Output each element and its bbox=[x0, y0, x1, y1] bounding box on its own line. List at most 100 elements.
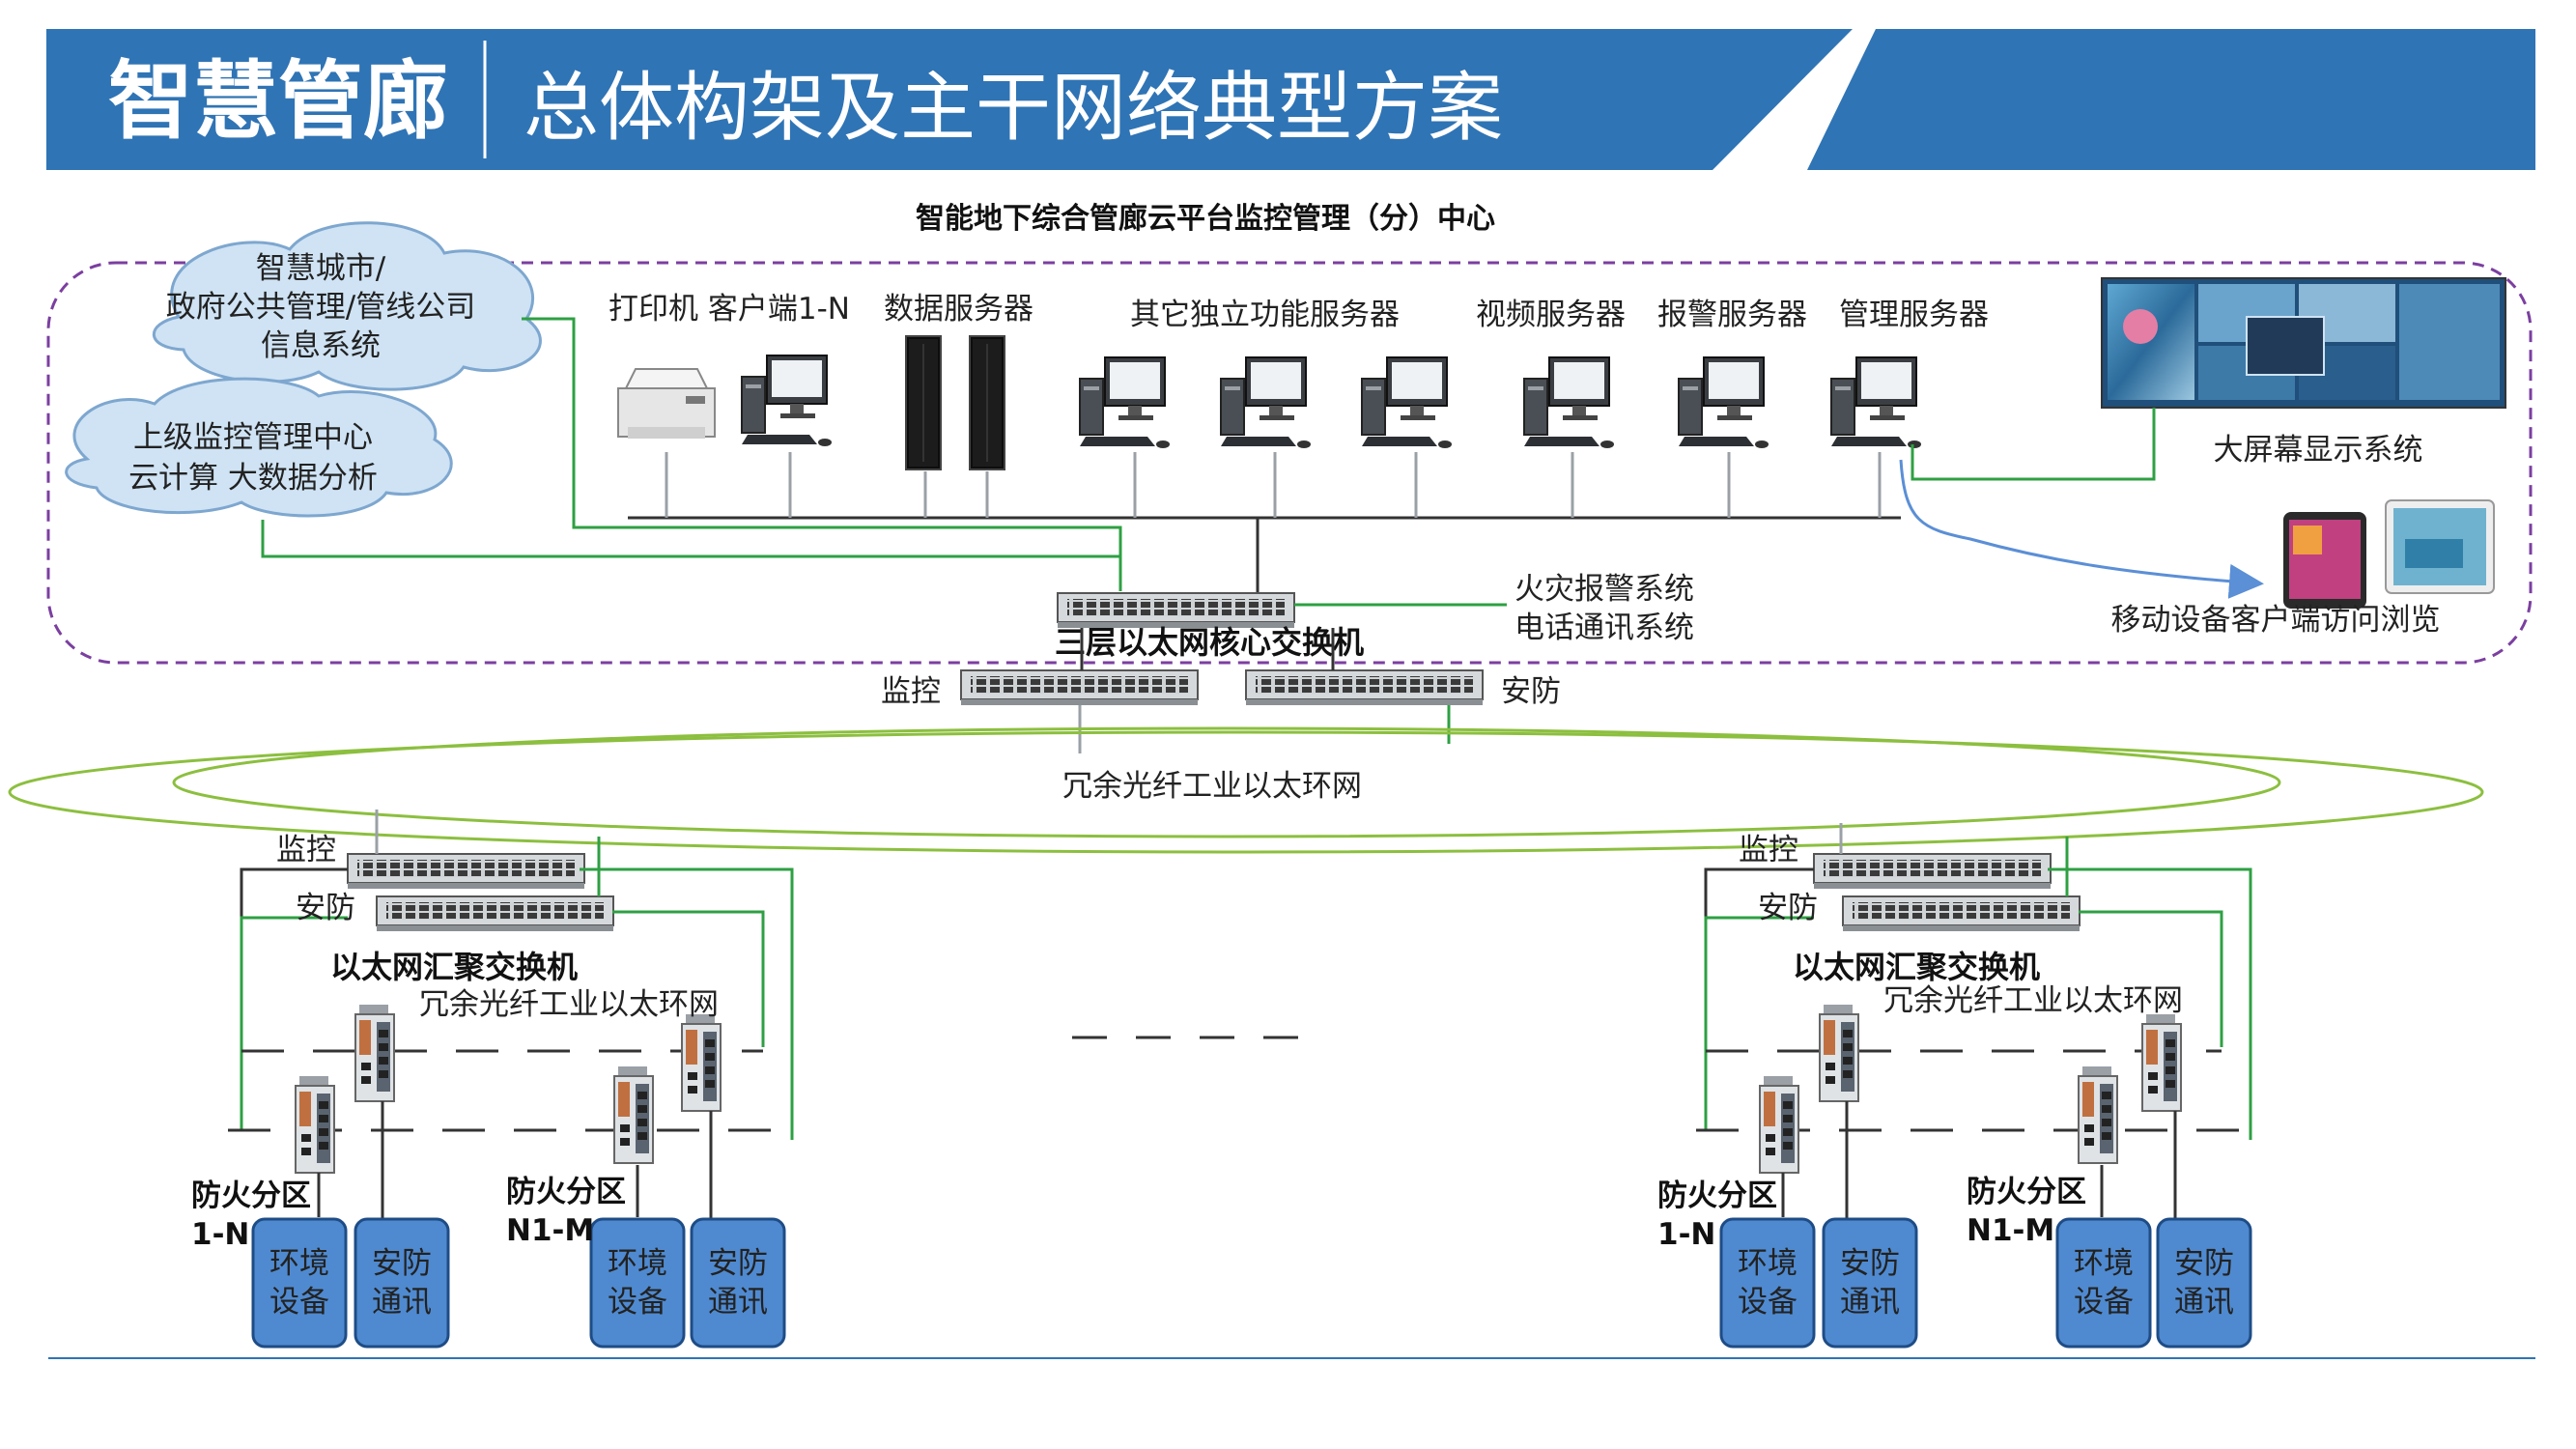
label-core-monitor: 监控 bbox=[881, 674, 941, 709]
left-din-switch-icon bbox=[354, 1004, 395, 1102]
right-env-line1: 环境 bbox=[1738, 1246, 1798, 1281]
label-other-servers: 其它独立功能服务器 bbox=[1130, 298, 1400, 332]
left-sec-line2: 通讯 bbox=[708, 1285, 768, 1320]
right-sec-line1: 安防 bbox=[1840, 1246, 1900, 1281]
left-label-ring: 冗余光纤工业以太环网 bbox=[419, 987, 719, 1022]
cloud-upper-line1: 上级监控管理中心 bbox=[133, 420, 373, 455]
right-sec-box bbox=[1822, 1217, 1918, 1349]
right-din-switch-icon bbox=[2141, 1013, 2182, 1112]
right-sec-box bbox=[2156, 1217, 2252, 1349]
label-ring: 冗余光纤工业以太环网 bbox=[1062, 769, 1362, 804]
label-video-server: 视频服务器 bbox=[1476, 298, 1626, 332]
right-zone1-line1: 防火分区 bbox=[1657, 1179, 1777, 1213]
right-env-line2: 设备 bbox=[1738, 1285, 1798, 1320]
left-zone1-line1: 防火分区 bbox=[191, 1179, 311, 1213]
label-core-security: 安防 bbox=[1501, 674, 1561, 709]
left-label-monitor: 监控 bbox=[276, 833, 336, 867]
right-din-switch-icon bbox=[1819, 1004, 1859, 1102]
left-env-box bbox=[589, 1217, 686, 1349]
mobile-phone-icon bbox=[2283, 512, 2366, 609]
left-sec-line1: 安防 bbox=[372, 1246, 432, 1281]
server-bus bbox=[628, 452, 1901, 595]
right-label-security: 安防 bbox=[1758, 891, 1818, 925]
left-access-group bbox=[228, 810, 794, 1349]
right-monitor-switch-icon bbox=[1813, 853, 2052, 890]
client-pc-icon bbox=[741, 355, 833, 447]
left-monitor-switch-icon bbox=[347, 853, 585, 890]
right-zone1-line2: 1-N bbox=[1657, 1217, 1715, 1252]
cloud-city-systems bbox=[152, 221, 542, 391]
display-links bbox=[1899, 408, 2264, 599]
tablet-icon bbox=[2385, 499, 2495, 594]
cloud-links bbox=[261, 317, 1122, 591]
left-env-line1: 环境 bbox=[269, 1246, 329, 1281]
left-env-line2: 设备 bbox=[269, 1285, 329, 1320]
data-server-rack-icon bbox=[905, 335, 942, 470]
monitor-switch-icon bbox=[960, 669, 1199, 706]
left-zone1-line2: 1-N bbox=[191, 1217, 249, 1252]
cloud-city-line3: 信息系统 bbox=[261, 328, 381, 363]
right-env-box bbox=[1719, 1217, 1816, 1349]
right-sec-line2: 通讯 bbox=[2174, 1285, 2234, 1320]
cloud-city-line1: 智慧城市/ bbox=[256, 251, 386, 286]
right-din-switch-icon bbox=[1759, 1075, 1799, 1174]
video-server-pc-icon bbox=[1523, 356, 1615, 449]
left-sec-line2: 通讯 bbox=[372, 1285, 432, 1320]
security-switch-icon bbox=[1245, 669, 1484, 706]
right-sec-line1: 安防 bbox=[2174, 1246, 2234, 1281]
left-label-agg-switch: 以太网汇聚交换机 bbox=[330, 949, 578, 985]
left-security-switch-icon bbox=[376, 895, 614, 932]
left-din-switch-icon bbox=[295, 1075, 335, 1174]
label-alarm-server: 报警服务器 bbox=[1657, 298, 1807, 332]
other-server-pc-icon bbox=[1220, 356, 1312, 449]
left-sec-line1: 安防 bbox=[708, 1246, 768, 1281]
right-din-switch-icon bbox=[2078, 1065, 2118, 1164]
right-zone2-line1: 防火分区 bbox=[1967, 1175, 2086, 1209]
data-server-rack-icon bbox=[969, 335, 1005, 470]
label-printer-client: 打印机 客户端1-N bbox=[609, 292, 850, 327]
label-data-server: 数据服务器 bbox=[884, 292, 1033, 327]
center-boundary bbox=[46, 261, 2533, 665]
right-zone2-line2: N1-M bbox=[1967, 1213, 2054, 1248]
big-screen-display-icon bbox=[2101, 277, 2506, 409]
left-sec-box bbox=[354, 1217, 450, 1349]
right-env-line2: 设备 bbox=[2074, 1285, 2134, 1320]
label-fire-alarm: 火灾报警系统 bbox=[1514, 572, 1694, 607]
left-sec-box bbox=[690, 1217, 786, 1349]
right-security-switch-icon bbox=[1842, 895, 2081, 932]
right-access-group bbox=[1696, 823, 2252, 1349]
printer-icon bbox=[617, 368, 716, 439]
left-zone2-line2: N1-M bbox=[506, 1213, 594, 1248]
left-label-security: 安防 bbox=[296, 891, 355, 925]
right-env-line1: 环境 bbox=[2074, 1246, 2134, 1281]
other-server-pc-icon bbox=[1079, 356, 1171, 449]
cloud-city-line2: 政府公共管理/管线公司 bbox=[166, 290, 475, 325]
left-env-line1: 环境 bbox=[608, 1246, 667, 1281]
left-env-line2: 设备 bbox=[608, 1285, 667, 1320]
cloud-upper-line2: 云计算 大数据分析 bbox=[128, 461, 378, 496]
left-zone2-line1: 防火分区 bbox=[506, 1175, 626, 1209]
header-banner bbox=[46, 29, 2535, 170]
right-sec-line2: 通讯 bbox=[1840, 1285, 1900, 1320]
manage-server-pc-icon bbox=[1830, 356, 1922, 449]
ring-network bbox=[8, 726, 2484, 854]
other-server-pc-icon bbox=[1361, 356, 1453, 449]
right-label-ring: 冗余光纤工业以太环网 bbox=[1883, 983, 2183, 1018]
right-label-agg-switch: 以太网汇聚交换机 bbox=[1793, 949, 2040, 985]
cloud-upper-center bbox=[65, 377, 453, 518]
center-title: 智能地下综合管廊云平台监控管理（分）中心 bbox=[916, 202, 1495, 236]
label-big-screen: 大屏幕显示系统 bbox=[2214, 433, 2423, 468]
left-din-switch-icon bbox=[613, 1065, 654, 1164]
right-env-box bbox=[2055, 1217, 2152, 1349]
header-subtitle: 总体构架及主干网络典型方案 bbox=[524, 65, 1503, 152]
label-core-switch: 三层以太网核心交换机 bbox=[1055, 624, 1364, 661]
alarm-server-pc-icon bbox=[1678, 356, 1769, 449]
right-label-monitor: 监控 bbox=[1739, 833, 1798, 867]
left-env-box bbox=[251, 1217, 348, 1349]
core-switch-icon bbox=[1057, 592, 1295, 629]
header-title: 智慧管廊 bbox=[108, 51, 448, 151]
label-phone-system: 电话通讯系统 bbox=[1514, 611, 1694, 645]
label-mobile-access: 移动设备客户端访问浏览 bbox=[2111, 603, 2441, 638]
left-din-switch-icon bbox=[681, 1013, 722, 1112]
